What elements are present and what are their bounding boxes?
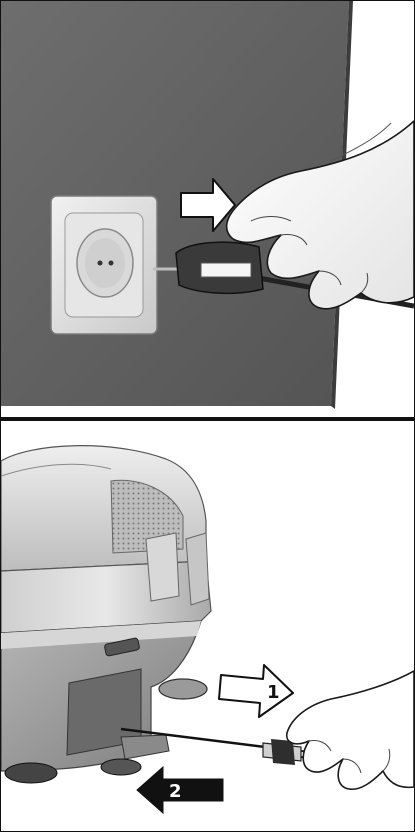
unplug-appliance-illustration: 1 2 [1,421,414,831]
unplug-from-socket-panel [1,1,414,417]
unplug-from-appliance-panel: 1 2 [1,421,414,831]
wall-socket [51,196,157,334]
step-1-label: 1 [267,682,280,703]
plug [176,242,263,293]
step-2-label: 2 [169,781,182,802]
unplug-socket-illustration [1,1,414,417]
